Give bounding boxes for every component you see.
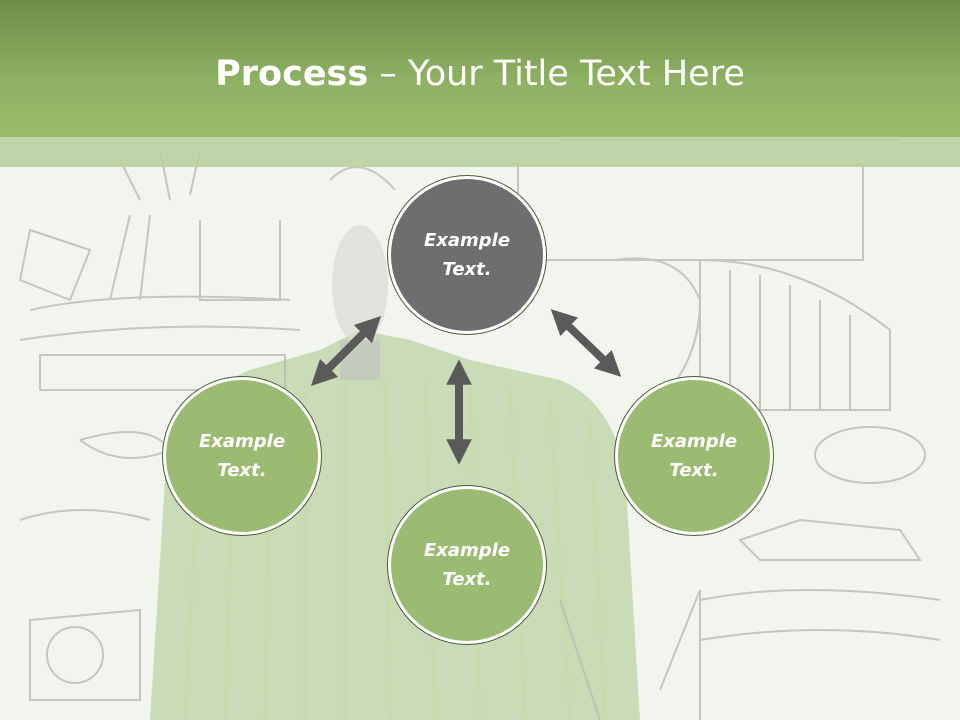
node-left-text: Example Text.: [198, 431, 286, 481]
title-rest: – Your Title Text Here: [368, 54, 745, 94]
title-bar: [0, 0, 960, 137]
node-right-text: Example Text.: [650, 431, 738, 481]
node-bottom-text: Example Text.: [423, 540, 511, 590]
arrow-top-right: [550, 309, 622, 377]
node-bottom: Example Text.: [388, 486, 546, 644]
slide-title: Process – Your Title Text Here: [0, 52, 960, 96]
node-top: Example Text.: [388, 176, 546, 334]
title-underband: [0, 137, 960, 167]
node-left: Example Text.: [163, 377, 321, 535]
arrow-top-left: [310, 315, 382, 387]
node-top-text: Example Text.: [423, 230, 511, 280]
node-right: Example Text.: [615, 377, 773, 535]
title-bold: Process: [215, 54, 369, 94]
